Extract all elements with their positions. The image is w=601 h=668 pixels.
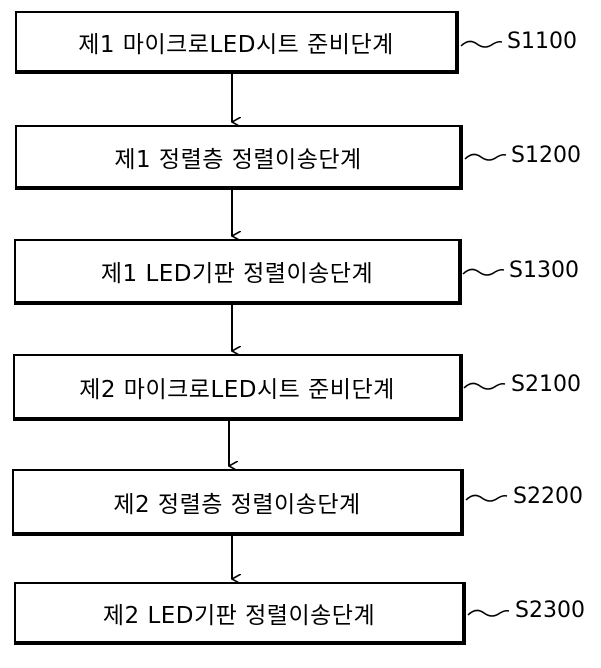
step-box-s2100: 제2 마이크로LED시트 준비단계 (13, 354, 463, 421)
step-label: 제2 LED기판 정렬이송단계 (103, 596, 375, 630)
step-box-s2200: 제2 정렬층 정렬이송단계 (12, 469, 464, 536)
leader-s1300 (463, 269, 504, 275)
step-code: S1200 (511, 143, 581, 168)
step-code: S1100 (507, 29, 577, 54)
step-label: 제2 마이크로LED시트 준비단계 (79, 370, 395, 404)
step-label: 제1 마이크로LED시트 준비단계 (78, 25, 394, 59)
step-code: S1300 (509, 258, 579, 283)
step-code: S2200 (513, 484, 583, 509)
leader-s1100 (461, 41, 502, 47)
step-box-s2300: 제2 LED기판 정렬이송단계 (14, 582, 466, 645)
leader-s2200 (466, 495, 507, 501)
step-label: 제1 정렬층 정렬이송단계 (114, 140, 361, 174)
step-code: S2300 (515, 598, 585, 623)
step-box-s1300: 제1 LED기판 정렬이송단계 (14, 239, 462, 305)
leader-s2300 (468, 610, 509, 616)
leader-s2100 (464, 383, 505, 389)
step-label: 제2 정렬층 정렬이송단계 (113, 485, 360, 519)
step-box-s1200: 제1 정렬층 정렬이송단계 (15, 125, 463, 190)
step-code: S2100 (511, 372, 581, 397)
step-label: 제1 LED기판 정렬이송단계 (101, 254, 373, 288)
leader-s1200 (465, 154, 506, 160)
step-box-s1100: 제1 마이크로LED시트 준비단계 (15, 11, 459, 74)
